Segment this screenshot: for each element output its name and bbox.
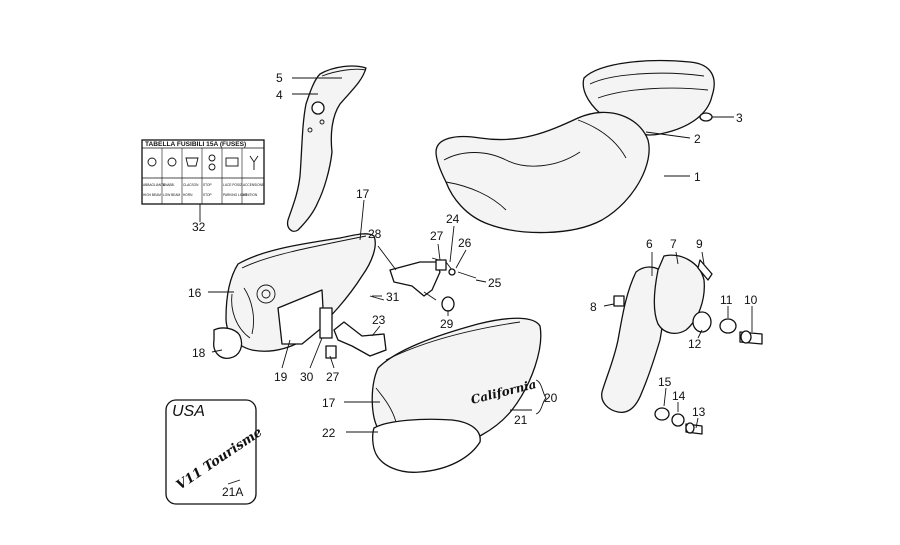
callout-5: 5 — [276, 71, 283, 85]
fuse-caption-row2-2: HORN — [183, 193, 193, 197]
fuse-caption-row1-4: LUCE POSIZ. — [223, 183, 243, 187]
callout-16: 16 — [188, 286, 202, 300]
callout-32: 32 — [192, 220, 206, 234]
callout-22: 22 — [322, 426, 336, 440]
callout-26: 26 — [458, 236, 472, 250]
callout-18: 18 — [192, 346, 206, 360]
stop-icon — [208, 154, 216, 162]
fuse-label-title: TABELLA FUSIBILI 15A (FUSES) — [145, 141, 246, 148]
usa-inset: USA V11 Tourisme — [165, 399, 265, 505]
headlight-icon — [147, 157, 157, 167]
callout-1: 1 — [694, 170, 701, 184]
callout-31: 31 — [386, 290, 400, 304]
callout-8: 8 — [590, 300, 597, 314]
callout-17-bottom: 17 — [322, 396, 336, 410]
callout-15: 15 — [658, 375, 672, 389]
callout-30: 30 — [300, 370, 314, 384]
left-side-cover — [213, 233, 387, 359]
fuse-caption-row2-0: HIGH BEAM — [143, 193, 161, 197]
horn-icon — [185, 157, 199, 167]
callout-19: 19 — [274, 370, 288, 384]
fuse-caption-row2-4: PARKING LIGHT — [223, 193, 247, 197]
ignition-icon — [249, 155, 259, 170]
parking-light-icon — [225, 157, 239, 167]
fuse-caption-row1-5: ACCENSIONE — [243, 183, 264, 187]
callout-21: 21 — [514, 413, 528, 427]
callout-numbers: 1 2 3 4 5 6 7 9 8 10 11 12 13 14 15 16 1… — [188, 71, 758, 499]
fuse-caption-row1-0: ABBAGLIANTE — [143, 183, 165, 187]
callout-23: 23 — [372, 313, 386, 327]
lowbeam-icon — [167, 157, 177, 167]
usa-label: USA — [172, 403, 205, 420]
callout-11: 11 — [720, 293, 733, 307]
callout-8-9: 9 — [696, 237, 703, 251]
fuse-caption-row1-2: CLACSON — [183, 183, 199, 187]
callout-2: 2 — [694, 132, 701, 146]
fuse-caption-row2-5: IGNITION — [243, 193, 258, 197]
fuse-label-sticker: TABELLA FUSIBILI 15A (FUSES) ABBAGLIANTE… — [141, 139, 265, 205]
callout-12: 12 — [688, 337, 702, 351]
callout-20: 20 — [544, 391, 558, 405]
left-cover-bracket — [286, 65, 367, 232]
fuse-caption-row2-3: STOP — [203, 193, 212, 197]
callout-21a: 21A — [222, 485, 243, 499]
callout-6: 6 — [646, 237, 653, 251]
callout-3: 3 — [736, 111, 743, 125]
callout-7: 7 — [670, 237, 677, 251]
pillion-footrest-bracket — [601, 254, 763, 435]
seat-assembly — [435, 59, 715, 234]
right-side-panel: California — [371, 317, 542, 473]
callout-27-bottom: 27 — [326, 370, 340, 384]
fuse-caption-row2-1: LOW BEAM — [163, 193, 181, 197]
callout-14: 14 — [672, 389, 686, 403]
callout-27-top: 27 — [430, 229, 444, 243]
callout-4: 4 — [276, 88, 283, 102]
fuse-caption-row1-3: STOP — [203, 183, 212, 187]
callout-29: 29 — [440, 317, 454, 331]
leader-lines — [199, 77, 753, 485]
callout-28: 28 — [368, 227, 382, 241]
callout-17-top: 17 — [356, 187, 370, 201]
fixing-hardware — [389, 257, 477, 312]
callout-24: 24 — [446, 212, 460, 226]
callout-25: 25 — [488, 276, 502, 290]
callout-10: 10 — [744, 293, 758, 307]
fuse-caption-row1-1: ANABB. — [163, 183, 175, 187]
callout-13: 13 — [692, 405, 706, 419]
